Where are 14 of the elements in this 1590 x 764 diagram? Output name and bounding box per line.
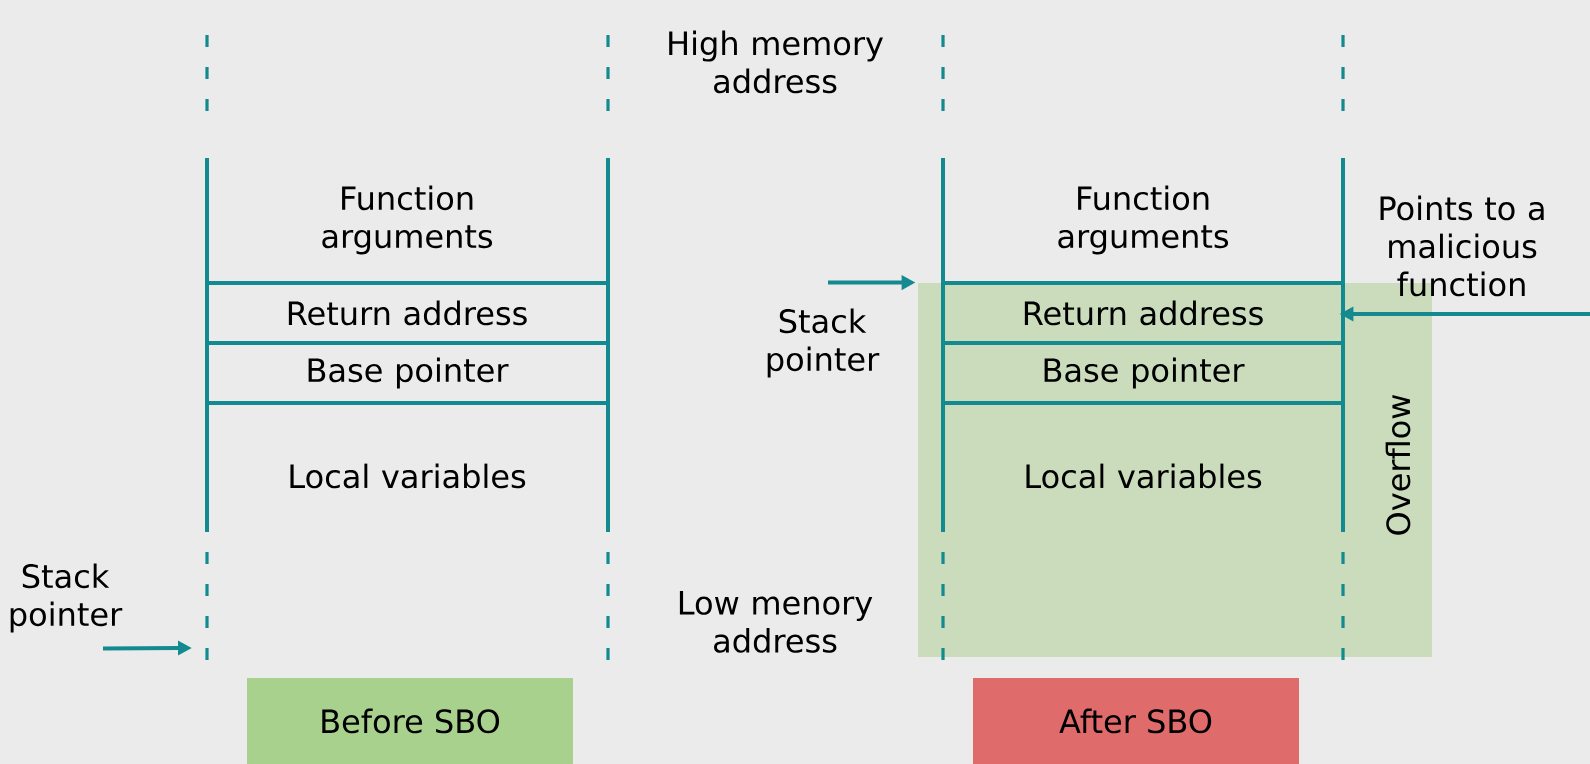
memory-label: Low menory address	[679, 591, 873, 653]
stack-cell: Base pointer	[308, 357, 509, 389]
pointer-label: Stack pointer	[767, 308, 880, 378]
stack-cell: Function arguments	[1058, 185, 1229, 255]
stack-cell: Function arguments	[322, 185, 493, 255]
caption-box: Before SBO	[247, 678, 573, 764]
pointer-label: Stack pointer	[10, 563, 123, 633]
stack-cell: Local variables	[290, 463, 526, 489]
caption-box: After SBO	[973, 678, 1299, 764]
stack-cell: Base pointer	[1044, 357, 1245, 389]
stack-cell: Local variables	[1026, 463, 1262, 489]
memory-label: High memory address	[669, 30, 883, 94]
stack-cell: Return address	[288, 300, 527, 326]
stack-cell: Return address	[1024, 300, 1263, 326]
